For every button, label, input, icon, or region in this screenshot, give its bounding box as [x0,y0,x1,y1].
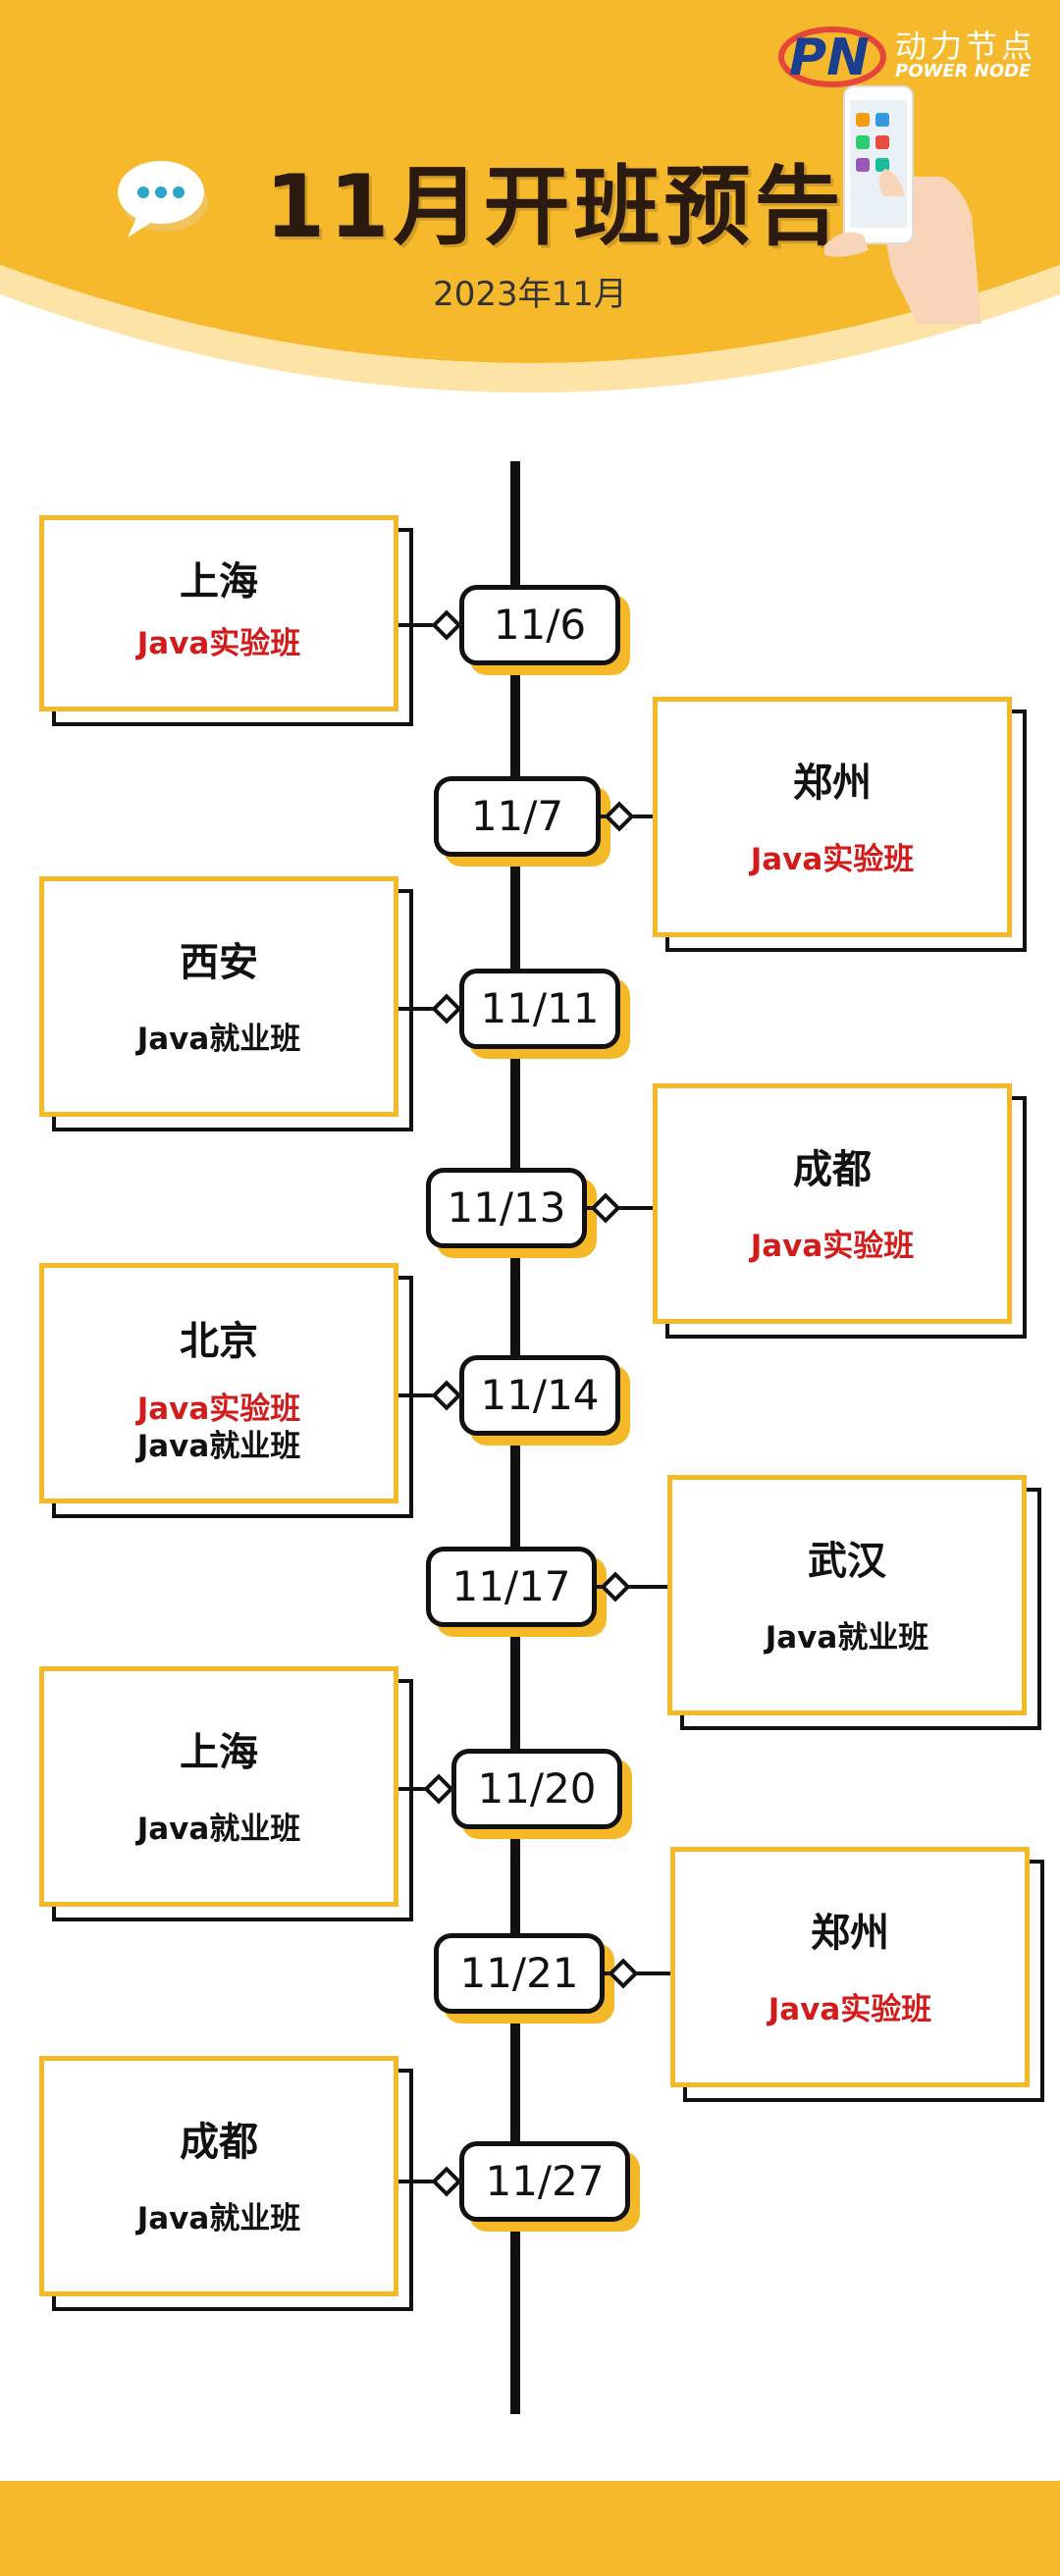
event-course: Java就业班 [765,1620,929,1656]
diamond-marker-icon [590,1192,621,1224]
event-date: 11/6 [459,585,620,665]
diamond-marker-icon [608,1958,639,1989]
brand-name-cn: 动力节点 [895,27,1037,65]
footer-bar [0,2481,1060,2576]
timeline-axis [510,461,520,2414]
event-city: 西安 [180,940,258,985]
event-date: 11/13 [426,1168,587,1248]
event-card: 郑州 Java实验班 [670,1847,1030,2087]
diamond-marker-icon [431,993,462,1025]
event-course: Java实验班 [750,1229,915,1264]
event-city: 北京 [180,1319,258,1364]
event-course: Java就业班 [136,2201,301,2236]
timeline-connector [398,1007,459,1011]
brand-logo-icon: PN [778,26,886,87]
page-subtitle: 2023年11月 [433,275,627,314]
event-course: Java实验班 [750,842,915,877]
diamond-marker-icon [431,609,462,641]
event-date: 11/7 [434,776,601,857]
event-course: Java就业班 [136,1812,301,1847]
diamond-marker-icon [604,801,635,832]
event-date: 11/11 [459,969,620,1049]
event-date: 11/21 [434,1933,605,2014]
event-city: 郑州 [811,1911,889,1956]
diamond-marker-icon [431,1380,462,1411]
event-date: 11/27 [459,2141,630,2222]
event-city: 成都 [180,2120,258,2165]
timeline-connector [398,2180,459,2183]
header-background [0,0,1060,393]
timeline-connector [398,1393,459,1397]
event-card: 成都 Java实验班 [653,1083,1012,1324]
event-city: 上海 [180,559,258,605]
event-course: Java就业班 [136,1022,301,1057]
event-course: Java就业班 [136,1429,301,1464]
event-city: 郑州 [793,761,872,806]
event-city: 上海 [180,1730,258,1775]
event-course: Java实验班 [136,626,301,661]
page-title: 11月开班预告 [265,156,845,257]
brand-logo: PN 动力节点 POWER NODE [775,18,1050,96]
event-date: 11/17 [426,1547,597,1627]
event-card: 西安 Java就业班 [39,876,398,1117]
event-course: Java实验班 [136,1392,301,1427]
event-card: 郑州 Java实验班 [653,697,1012,937]
event-card: 成都 Java就业班 [39,2056,398,2296]
event-date: 11/14 [459,1355,620,1436]
brand-name-en: POWER NODE [895,61,1032,81]
event-card: 武汉 Java就业班 [667,1475,1027,1715]
diamond-marker-icon [431,2166,462,2197]
event-city: 成都 [793,1147,872,1192]
timeline-connector [398,623,459,627]
diamond-marker-icon [600,1571,631,1603]
header-banner: 11月开班预告 2023年11月 PN 动力节点 POWER NODE [0,0,1060,393]
event-course: Java实验班 [768,1992,932,2027]
diamond-marker-icon [423,1773,454,1805]
event-card: 上海 Java就业班 [39,1666,398,1907]
timeline-connector [597,1585,667,1589]
brand-mark: PN [789,28,870,87]
event-city: 武汉 [808,1539,886,1584]
event-card: 上海 Java实验班 [39,515,398,711]
event-date: 11/20 [451,1749,622,1829]
